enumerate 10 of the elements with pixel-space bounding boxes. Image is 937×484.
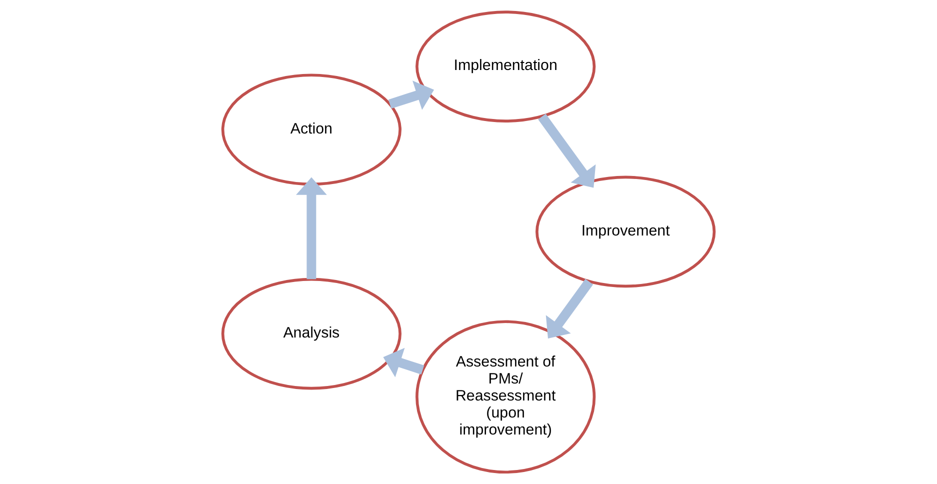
- arrow: [388, 80, 434, 110]
- node-ellipse: Analysis: [221, 278, 402, 390]
- arrow: [296, 177, 327, 280]
- arrow: [538, 114, 596, 188]
- arrow: [383, 348, 424, 378]
- node-ellipse: Implementation: [416, 10, 596, 122]
- node-ellipse: Improvement: [536, 176, 716, 288]
- node-ellipse: Action: [221, 74, 402, 186]
- arrow: [546, 278, 594, 338]
- node-ellipse: Assessment of PMs/ Reassessment (upon improvement): [416, 320, 596, 474]
